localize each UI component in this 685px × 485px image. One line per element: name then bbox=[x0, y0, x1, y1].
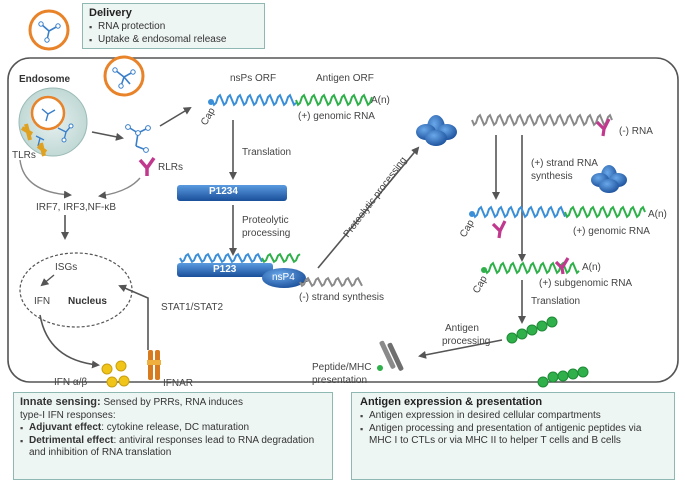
minus-rna-label: (-) RNA bbox=[619, 126, 653, 137]
p1234-polyprotein bbox=[177, 185, 287, 201]
cap-label-2: Cap bbox=[458, 218, 477, 240]
translation-label: Translation bbox=[242, 147, 292, 158]
antigen-expression-box: Antigen expression & presentation Antige… bbox=[351, 392, 675, 480]
p123-label: P123 bbox=[213, 264, 237, 275]
cap-label-3: Cap bbox=[471, 274, 490, 296]
endosome-label: Endosome bbox=[19, 74, 71, 85]
p1234-label: P1234 bbox=[209, 186, 238, 197]
delivery-item: RNA protection bbox=[89, 21, 258, 34]
nucleus-outline bbox=[19, 252, 133, 328]
minus-rna-strand bbox=[471, 113, 613, 127]
cell-membrane bbox=[7, 57, 679, 383]
genomic-rna-right bbox=[472, 205, 566, 219]
innate-title-rest: Sensed by PRRs, RNA induces bbox=[100, 397, 243, 408]
antigen-protein-icon bbox=[506, 316, 558, 344]
innate-sensing-box: Innate sensing: Sensed by PRRs, RNA indu… bbox=[13, 392, 333, 480]
genomic-rna-top bbox=[208, 93, 373, 107]
innate-title: Innate sensing: bbox=[20, 396, 101, 408]
ifnar-receptor-icon bbox=[147, 350, 161, 380]
delivery-item: Uptake & endosomal release bbox=[89, 34, 258, 47]
ifnar-label: IFNAR bbox=[163, 378, 193, 389]
subgenomic-rna-label: (+) subgenomic RNA bbox=[539, 278, 633, 289]
ifn-ab-label: IFN α/β bbox=[54, 377, 88, 388]
isgs-label: ISGs bbox=[55, 262, 78, 273]
genomic-rna-label-2: (+) genomic RNA bbox=[573, 226, 650, 237]
rlr-icon bbox=[138, 156, 156, 176]
peptide-mhc-label-1: Peptide/MHC bbox=[312, 362, 372, 373]
mhc-peptide-icon bbox=[377, 340, 404, 371]
lnp-particle-icon bbox=[28, 9, 70, 51]
plus-strand-label-1: (+) strand RNA bbox=[531, 158, 598, 169]
cap-label-1: Cap bbox=[199, 106, 218, 128]
proteolytic-processing-diag-label: Proteolytic processing bbox=[342, 155, 410, 240]
nucleus-label: Nucleus bbox=[68, 296, 107, 307]
minus-strand-synthesis-label: (-) strand synthesis bbox=[299, 292, 385, 303]
translation-label-2: Translation bbox=[531, 296, 581, 307]
innate-item-detrimental: Detrimental effect: antiviral responses … bbox=[20, 435, 326, 460]
antigen-label: Antigen bbox=[445, 323, 479, 334]
replication-complex bbox=[177, 252, 363, 288]
delivery-box: Delivery RNA protection Uptake & endosom… bbox=[82, 3, 265, 49]
proteolytic-label: Proteolytic bbox=[242, 215, 289, 226]
antigen-title: Antigen expression & presentation bbox=[360, 396, 543, 408]
antigen-item: Antigen processing and presentation of a… bbox=[360, 423, 666, 448]
nsps-orf-label: nsPs ORF bbox=[230, 73, 277, 84]
an-label-2: A(n) bbox=[648, 209, 667, 220]
processing-label-2: processing bbox=[442, 336, 491, 347]
plus-strand-label-2: synthesis bbox=[531, 171, 573, 182]
replicase-complex-icon-2 bbox=[591, 165, 627, 193]
antigen-item: Antigen expression in desired cellular c… bbox=[360, 410, 666, 423]
ifn-label: IFN bbox=[34, 296, 51, 307]
rlrs-label: RLRs bbox=[158, 162, 184, 173]
tlrs-label: TLRs bbox=[12, 150, 36, 161]
irf-label: IRF7, IRF3,NF-κB bbox=[36, 202, 117, 213]
ifn-molecules-icon bbox=[101, 360, 130, 388]
processing-label: processing bbox=[242, 228, 291, 239]
released-rna-icon bbox=[125, 124, 151, 153]
an-label-3: A(n) bbox=[582, 262, 601, 273]
delivery-title: Delivery bbox=[89, 7, 132, 19]
an-label-1: A(n) bbox=[371, 95, 390, 106]
nsp4-label: nsP4 bbox=[272, 272, 295, 283]
innate-item-adjuvant: Adjuvant effect: cytokine release, DC ma… bbox=[20, 422, 326, 435]
lnp-uptake-icon bbox=[103, 55, 145, 97]
innate-line2: type-I IFN responses: bbox=[20, 409, 116, 421]
antigen-orf-label: Antigen ORF bbox=[316, 73, 374, 84]
stat-label: STAT1/STAT2 bbox=[161, 302, 224, 313]
endosome-icon bbox=[18, 87, 88, 157]
peptide-mhc-label-2: presentation bbox=[312, 375, 368, 386]
secreted-antigen-icon bbox=[537, 366, 589, 388]
genomic-rna-label-1: (+) genomic RNA bbox=[298, 111, 375, 122]
replicase-complex-icon bbox=[416, 115, 457, 146]
